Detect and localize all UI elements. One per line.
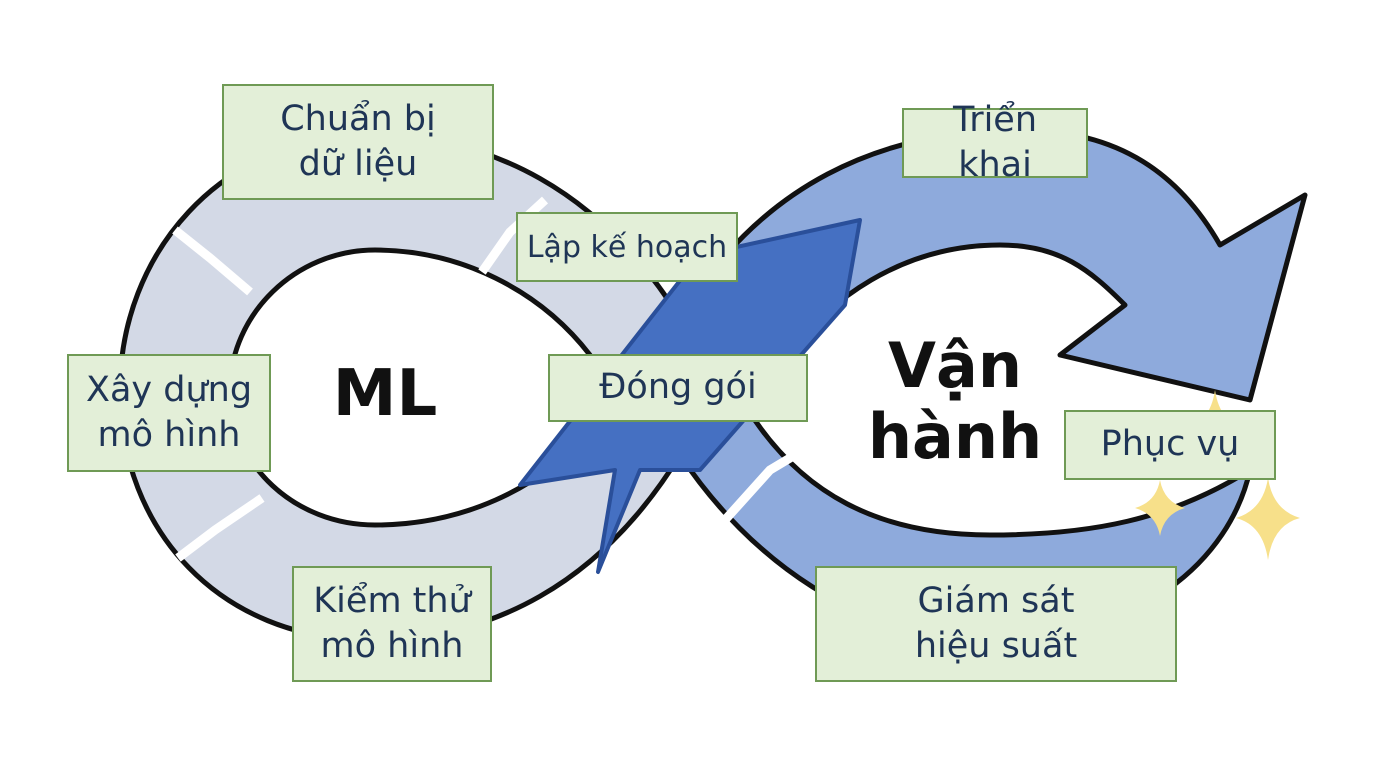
step-package: Đóng gói — [548, 354, 808, 422]
step-build-model: Xây dựng mô hình — [67, 354, 271, 472]
step-test-model: Kiểm thử mô hình — [292, 566, 492, 682]
dev-loop-gaps — [172, 196, 549, 562]
sparkle-icon — [1236, 478, 1300, 560]
step-monitor-performance: Giám sát hiệu suất — [815, 566, 1177, 682]
operations-title: Vận hành — [867, 329, 1043, 474]
step-prepare-data: Chuẩn bị dữ liệu — [222, 84, 494, 200]
ml-title: ML — [332, 357, 438, 431]
step-deploy: Triển khai — [902, 100, 1088, 185]
step-planning: Lập kế hoạch — [516, 212, 738, 282]
ops-loop-gap — [721, 436, 823, 524]
step-serve: Phục vụ — [1064, 410, 1276, 480]
sparkle-icon — [1135, 480, 1185, 536]
